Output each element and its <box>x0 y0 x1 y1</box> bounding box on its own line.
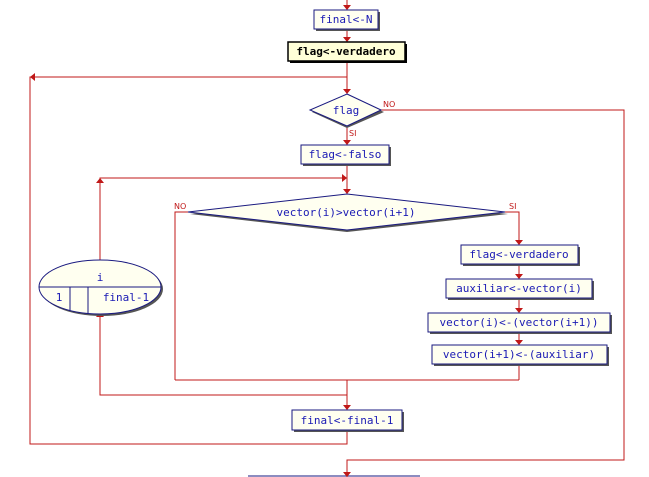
arrowhead <box>343 472 351 477</box>
decision-flag[interactable]: flag NO SI <box>308 93 395 138</box>
arrowhead <box>96 178 104 183</box>
block-aux-assign-label: auxiliar<-vector(i) <box>456 282 582 295</box>
decision-flag-label: flag <box>333 104 360 117</box>
block-final-dec-label: final<-final-1 <box>301 414 394 427</box>
decision-compare-yes-label: SI <box>509 202 516 211</box>
block-final-n[interactable]: final<-N <box>313 9 380 31</box>
block-final-dec[interactable]: final<-final-1 <box>291 409 404 432</box>
wire-flag-no <box>346 109 625 477</box>
loop-var-label: i <box>97 271 104 284</box>
arrowhead <box>515 340 523 345</box>
wire-compare-no <box>174 211 188 380</box>
arrowhead <box>30 73 35 81</box>
wire-compare-yes <box>505 211 520 245</box>
loop-start-label: 1 <box>56 291 63 304</box>
decision-flag-yes-label: SI <box>349 129 356 138</box>
loop-end-label: final-1 <box>103 291 149 304</box>
block-flag-true-2-label: flag<-verdadero <box>469 248 568 261</box>
arrowhead <box>343 405 351 410</box>
arrowhead <box>343 89 351 94</box>
arrowhead <box>515 274 523 279</box>
arrowhead <box>515 240 523 245</box>
block-final-n-label: final<-N <box>320 13 373 26</box>
decision-compare-no-label: NO <box>174 202 186 211</box>
block-flag-true-1-label: flag<-verdadero <box>296 45 396 58</box>
arrowhead <box>515 308 523 313</box>
block-swap-2[interactable]: vector(i+1)<-(auxiliar) <box>431 344 609 366</box>
block-flag-false[interactable]: flag<-falso <box>300 144 391 166</box>
arrowhead <box>343 5 351 10</box>
block-swap-1[interactable]: vector(i)<-(vector(i+1)) <box>427 312 612 334</box>
block-swap-2-label: vector(i+1)<-(auxiliar) <box>443 348 595 361</box>
block-flag-true-2[interactable]: flag<-verdadero <box>460 244 580 266</box>
arrowhead <box>343 140 351 145</box>
block-swap-1-label: vector(i)<-(vector(i+1)) <box>440 316 599 329</box>
block-aux-assign[interactable]: auxiliar<-vector(i) <box>445 278 594 300</box>
decision-compare-label: vector(i)>vector(i+1) <box>276 206 415 219</box>
arrowhead <box>343 37 351 42</box>
connector-wires <box>29 0 625 477</box>
wire-inner-loop-bottom <box>99 312 348 396</box>
block-flag-true-1[interactable]: flag<-verdadero <box>287 41 407 63</box>
arrowheads <box>30 5 523 477</box>
wire-outer-loop-return <box>29 76 348 445</box>
decision-compare[interactable]: vector(i)>vector(i+1) NO SI <box>174 193 516 232</box>
block-flag-false-label: flag<-falso <box>309 148 382 161</box>
arrowhead <box>342 174 347 182</box>
decision-flag-no-label: NO <box>383 100 395 109</box>
arrowhead <box>343 189 351 194</box>
loop-for-i[interactable]: i 1 final-1 <box>38 259 163 316</box>
